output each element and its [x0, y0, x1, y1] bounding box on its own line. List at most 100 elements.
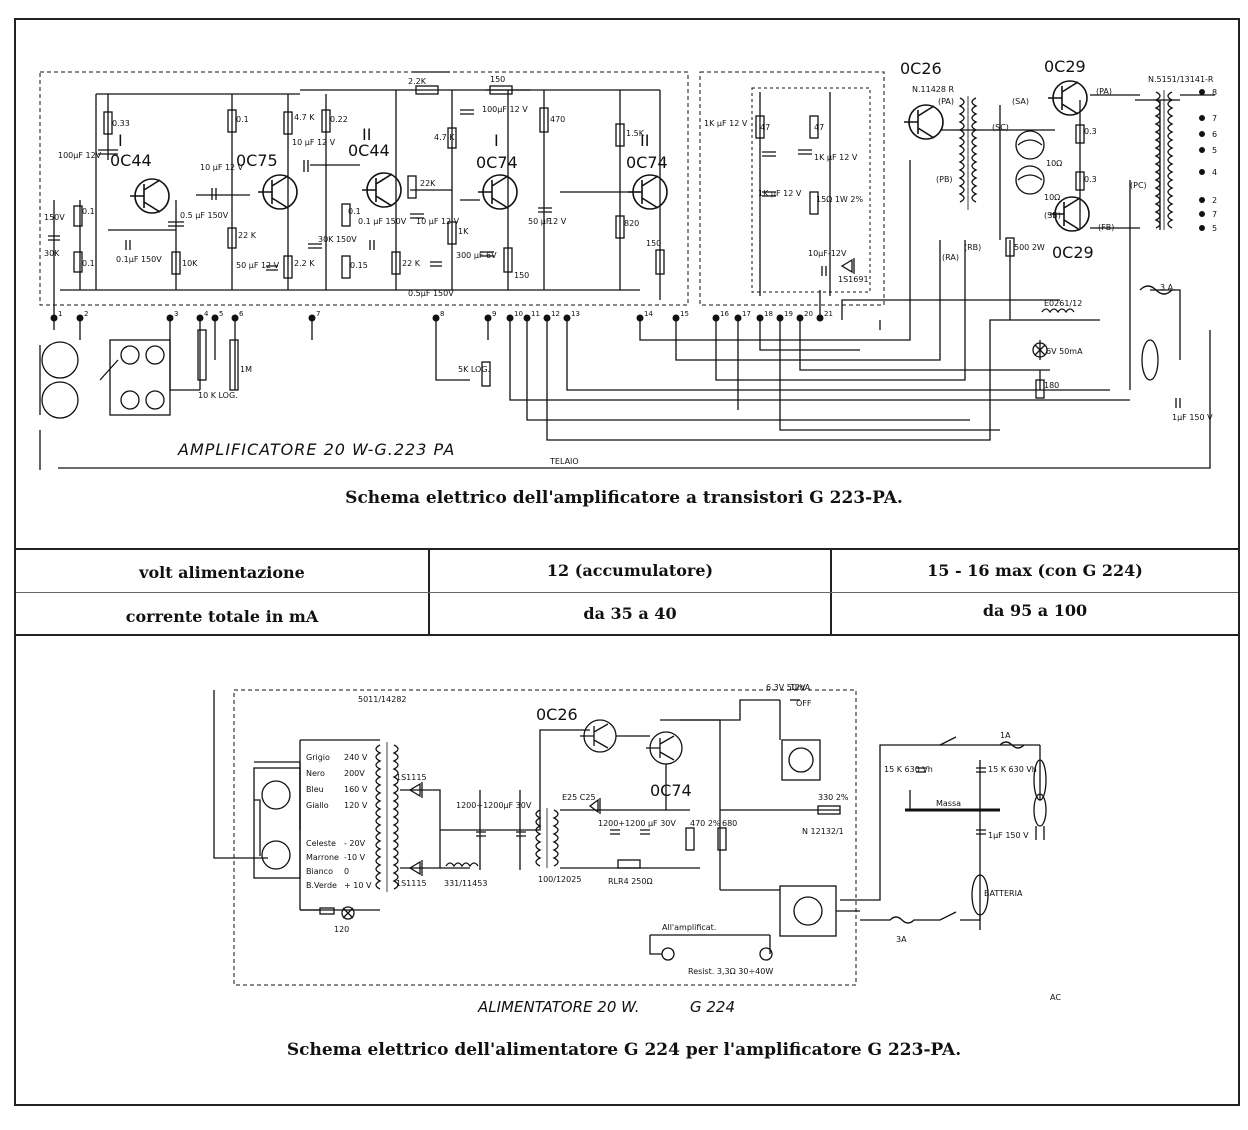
- terminal-20: [796, 314, 804, 322]
- component-label: (PA): [938, 97, 954, 106]
- output-terminal-label: 7: [1212, 210, 1217, 219]
- terminal-1: [50, 314, 58, 322]
- component-label: 47: [814, 123, 824, 132]
- output-terminal: [1199, 131, 1205, 137]
- component-label: 22 K: [238, 231, 257, 240]
- transistor-label-6: 0C26: [900, 59, 942, 78]
- terminal-label: 12: [551, 310, 560, 318]
- component-label: 12 V: [548, 217, 567, 226]
- supply-component-label: AC: [1050, 993, 1061, 1002]
- component-label: 0.33: [112, 119, 130, 128]
- terminal-label: 19: [784, 310, 793, 318]
- component-label: 0.5 µF 150V: [180, 211, 229, 220]
- component-label: 0.1: [82, 259, 95, 268]
- supply-component-label: E25 C25: [562, 793, 596, 802]
- terminal-15: [672, 314, 680, 322]
- component-label: (PB): [936, 175, 953, 184]
- terminal-label: 2: [84, 310, 88, 318]
- tap-voltage: 120 V: [344, 801, 368, 810]
- component-label: 0.1 µF 150V: [358, 217, 407, 226]
- terminal-label: 4: [204, 310, 209, 318]
- output-terminal-label: 8: [1212, 88, 1217, 97]
- component-label: 10Ω: [1046, 159, 1062, 168]
- output-terminal-label: 2: [1212, 196, 1217, 205]
- transistor-label-7: 0C29: [1044, 57, 1086, 76]
- component-label: 0.1µF 150V: [116, 255, 162, 264]
- component-label: 0.3: [1084, 175, 1097, 184]
- terminal-5: [211, 314, 219, 322]
- component-label: 15Ω 1W 2%: [816, 195, 863, 204]
- tap-voltage: + 10 V: [344, 881, 372, 890]
- supply-transformer-label: 5011/14282: [358, 695, 407, 704]
- component-label: (RB): [964, 243, 981, 252]
- supply-component-label: 1S1115: [396, 879, 427, 888]
- output-terminal-label: 5: [1212, 224, 1217, 233]
- terminal-11: [523, 314, 531, 322]
- component-label: (SA): [1012, 97, 1029, 106]
- component-label: 820: [624, 219, 639, 228]
- table-row-1-label: volt alimentazione: [139, 563, 305, 582]
- output-terminal: [1199, 147, 1205, 153]
- supply-component-label: RLR4 250Ω: [608, 877, 653, 886]
- component-label: 1M: [240, 365, 252, 374]
- output-terminal: [1199, 115, 1205, 121]
- terminal-label: 18: [764, 310, 773, 318]
- output-terminal-label: 6: [1212, 130, 1217, 139]
- component-label: 10 µF 12 V: [292, 138, 336, 147]
- component-label: 500 2W: [1014, 243, 1045, 252]
- tap-voltage: 200V: [344, 769, 365, 778]
- component-label: (SB): [1044, 211, 1061, 220]
- component-label: 100µF 12 V: [482, 105, 528, 114]
- output-terminal-label: 5: [1212, 146, 1217, 155]
- component-label: 50 µF 12 V: [236, 261, 280, 270]
- supply-component-label: 1200+1200 µF 30V: [598, 819, 676, 828]
- component-label: 30K 150V: [318, 235, 357, 244]
- transistor-label-3-roman: II: [362, 125, 371, 144]
- supply-component-label: 12V: [790, 683, 806, 692]
- terminal-label: 5: [219, 310, 223, 318]
- terminal-3: [166, 314, 174, 322]
- terminal-7: [308, 314, 316, 322]
- component-label: 1µF 150 V: [1172, 413, 1213, 422]
- supply-component-label: 470 2%: [690, 819, 721, 828]
- component-label: 0.15: [350, 261, 368, 270]
- supply-component-label: 100/12025: [538, 875, 581, 884]
- output-terminal: [1199, 169, 1205, 175]
- component-label: 1.5K: [626, 129, 645, 138]
- terminal-label: 8: [440, 310, 444, 318]
- table-row-sep: [16, 592, 1238, 593]
- terminal-14: [636, 314, 644, 322]
- component-label: 50 µF: [528, 217, 551, 226]
- component-label: 1S1691: [838, 275, 869, 284]
- component-label: 1K: [458, 227, 469, 236]
- tap-voltage: 240 V: [344, 753, 368, 762]
- terminal-2: [76, 314, 84, 322]
- output-terminal-label: 4: [1212, 168, 1217, 177]
- component-label: 2.2K: [408, 77, 427, 86]
- supply-component-label: 1200+1200µF 30V: [456, 801, 532, 810]
- transistor-label-5-roman: II: [640, 131, 649, 150]
- component-label: 10 µF 12 V: [416, 217, 460, 226]
- terminal-10: [506, 314, 514, 322]
- terminal-17: [734, 314, 742, 322]
- supply-component-label: 15 K 630 Vh: [988, 765, 1037, 774]
- supply-component-label: 1µF 150 V: [988, 831, 1029, 840]
- terminal-13: [563, 314, 571, 322]
- component-label: 22 K: [402, 259, 421, 268]
- transistor-label-4-roman: I: [494, 131, 499, 150]
- component-label: (PA): [1096, 87, 1112, 96]
- transistor-label-2: 0C75: [236, 151, 278, 170]
- terminal-6: [231, 314, 239, 322]
- tap-color: Marrone: [306, 853, 339, 862]
- component-label: N.11428 R: [912, 85, 955, 94]
- terminal-label: 16: [720, 310, 729, 318]
- component-label: 0.22: [330, 115, 348, 124]
- transistor-label-5: 0C74: [626, 153, 668, 172]
- component-label: 6V 50mA: [1046, 347, 1083, 356]
- terminal-16: [712, 314, 720, 322]
- supply-caption: Schema elettrico dell'alimentatore G 224…: [286, 1040, 962, 1060]
- terminal-12: [543, 314, 551, 322]
- component-label: 10 K LOG.: [198, 391, 238, 400]
